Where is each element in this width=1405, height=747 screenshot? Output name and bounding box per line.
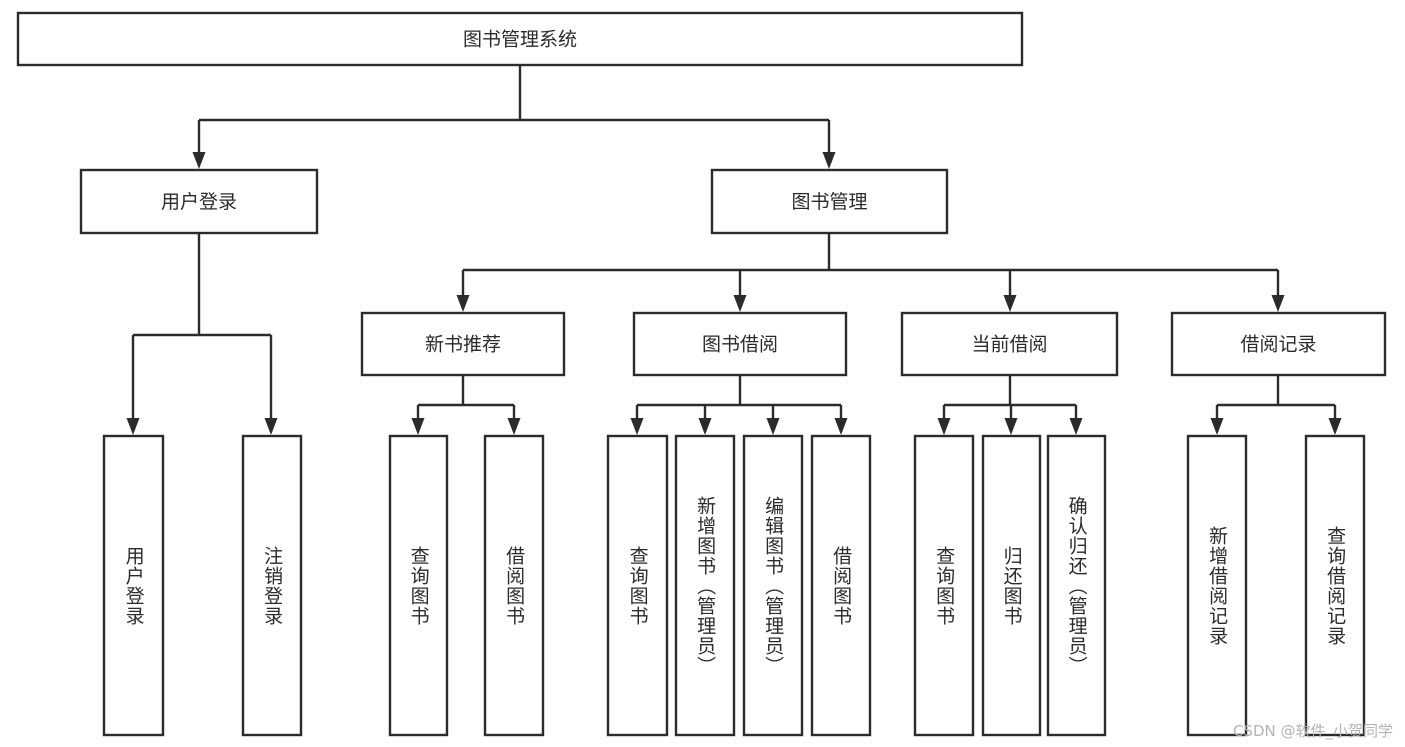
node-box-leaf-borrow-book-1[interactable] [483,434,545,737]
connector-borrow-record-bus [1215,375,1337,420]
node-box-leaf-query-record[interactable] [1304,434,1366,737]
arrow-head-icon [507,418,521,435]
connector-book-manage-bus [461,233,1280,297]
connector-book-borrow-bus [635,375,843,420]
connector-current-borrow-bus [942,375,1078,420]
arrow-head-icon [192,152,206,169]
node-box-book-manage[interactable] [710,168,949,235]
node-label-book-manage: 图书管理 [791,191,867,213]
arrow-head-icon [411,418,425,435]
arrow-head-icon [937,418,951,435]
node-box-user-login[interactable] [79,168,319,235]
node-box-leaf-query-book-3[interactable] [913,434,975,737]
arrow-head-icon [1271,295,1285,312]
node-label-current-borrow: 当前借阅 [971,334,1047,356]
arrow-head-icon [630,418,644,435]
node-box-layer [16,11,1387,737]
arrow-head-icon [1004,418,1018,435]
node-box-leaf-query-book-1[interactable] [388,434,449,737]
node-box-new-book-rec[interactable] [360,311,566,377]
node-box-leaf-borrow-book-2[interactable] [810,434,872,737]
node-box-root[interactable] [16,11,1024,67]
node-box-leaf-edit-book[interactable] [742,434,804,737]
node-label-borrow-record: 借阅记录 [1240,334,1316,356]
node-label-user-login: 用户登录 [161,191,237,213]
arrow-head-icon [264,418,278,435]
connector-root-bus [197,65,831,154]
arrow-head-icon [126,418,140,435]
connector-layer [126,65,1342,435]
arrow-head-icon [733,295,747,312]
node-box-leaf-add-record[interactable] [1186,434,1248,737]
connector-user-login-bus [131,233,273,420]
watermark: CSDN @软件_小贺同学 [1232,722,1393,740]
arrow-head-icon [1210,418,1224,435]
arrow-head-icon [822,152,836,169]
node-label-book-borrow: 图书借阅 [702,334,778,356]
arrow-head-icon [698,418,712,435]
node-box-leaf-return-book[interactable] [981,434,1042,737]
node-box-leaf-user-login[interactable] [102,434,165,737]
node-box-leaf-add-book[interactable] [674,434,736,737]
arrow-head-icon [1003,295,1017,312]
node-box-current-borrow[interactable] [900,311,1119,377]
node-label-root: 图书管理系统 [463,29,577,51]
node-box-leaf-confirm-return[interactable] [1046,434,1107,737]
arrow-head-icon [834,418,848,435]
arrow-head-icon [766,418,780,435]
arrow-head-icon [456,295,470,312]
node-box-borrow-record[interactable] [1170,311,1387,377]
arrow-head-icon [1069,418,1083,435]
node-box-book-borrow[interactable] [632,311,848,377]
connector-new-book-rec-bus [416,375,516,420]
node-box-leaf-query-book-2[interactable] [606,434,669,737]
node-box-leaf-user-logout[interactable] [241,434,303,737]
node-label-new-book-rec: 新书推荐 [425,334,501,356]
arrow-head-icon [1328,418,1342,435]
